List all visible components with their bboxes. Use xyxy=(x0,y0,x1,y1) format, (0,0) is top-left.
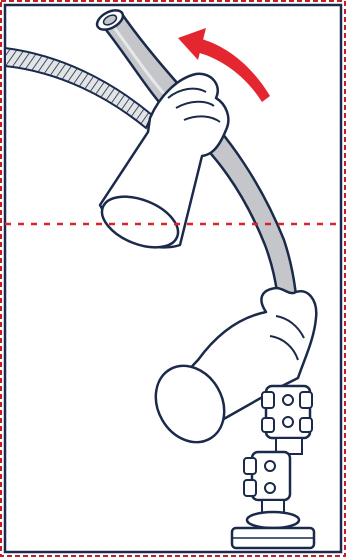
gloved-hand-upper-icon xyxy=(98,72,230,249)
connector-clamp-icon xyxy=(261,384,313,455)
stranded-conductor xyxy=(4,46,154,130)
insulator-base-icon xyxy=(230,450,316,550)
bend-direction-arrow-icon xyxy=(178,28,270,102)
gloved-hand-lower-icon xyxy=(154,286,318,444)
